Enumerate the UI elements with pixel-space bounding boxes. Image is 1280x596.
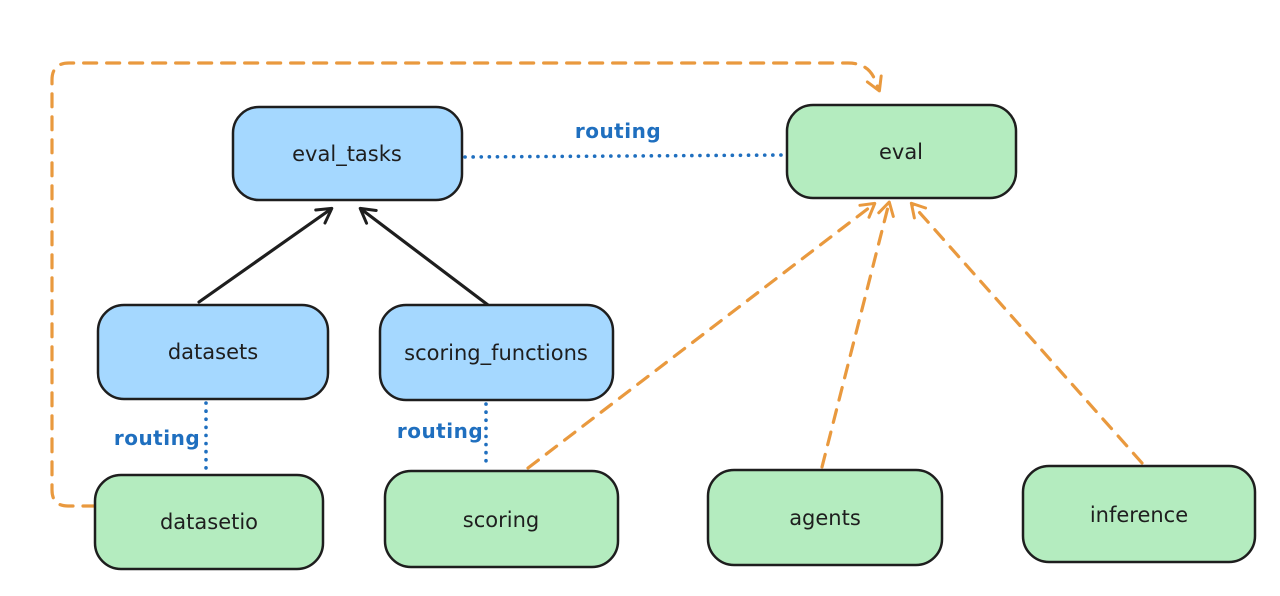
node-datasets-label: datasets [168,340,258,364]
edge-scoring-functions-to-eval-tasks [358,206,490,307]
node-scoring-functions-box [378,303,615,402]
edge-scoring-to-eval [526,201,877,470]
edge-agents-to-eval [820,200,895,469]
node-scoring-box [383,469,620,569]
edge-eval-tasks-to-eval [463,153,788,159]
node-datasets: datasets [96,303,330,401]
node-eval-tasks-box [231,105,464,202]
node-eval-box [785,103,1018,200]
edge-datasetio-to-eval [50,61,883,508]
routing-label-scoring-functions-scoring: routing [397,419,483,443]
node-inference: inference [1021,464,1257,564]
node-agents: agents [706,468,944,567]
node-scoring-functions: scoring_functions [378,303,615,402]
node-agents-box [706,468,944,567]
node-agents-label: agents [789,506,861,530]
node-inference-box [1021,464,1257,564]
node-eval-tasks-label: eval_tasks [292,142,402,167]
node-scoring: scoring [383,469,620,569]
node-scoring-functions-label: scoring_functions [404,341,588,366]
node-scoring-label: scoring [463,508,539,532]
edge-datasets-to-eval-tasks [197,206,334,304]
node-eval-tasks: eval_tasks [231,105,464,202]
routing-label-eval-tasks-eval: routing [575,119,661,143]
node-datasetio: datasetio [93,473,325,571]
routing-label-datasets-datasetio: routing [114,426,200,450]
edge-inference-to-eval [909,201,1144,465]
node-datasetio-label: datasetio [160,510,258,534]
node-inference-label: inference [1090,503,1188,527]
node-eval-label: eval [879,140,923,164]
node-datasets-box [96,303,330,401]
node-eval: eval [785,103,1018,200]
node-datasetio-box [93,473,325,571]
